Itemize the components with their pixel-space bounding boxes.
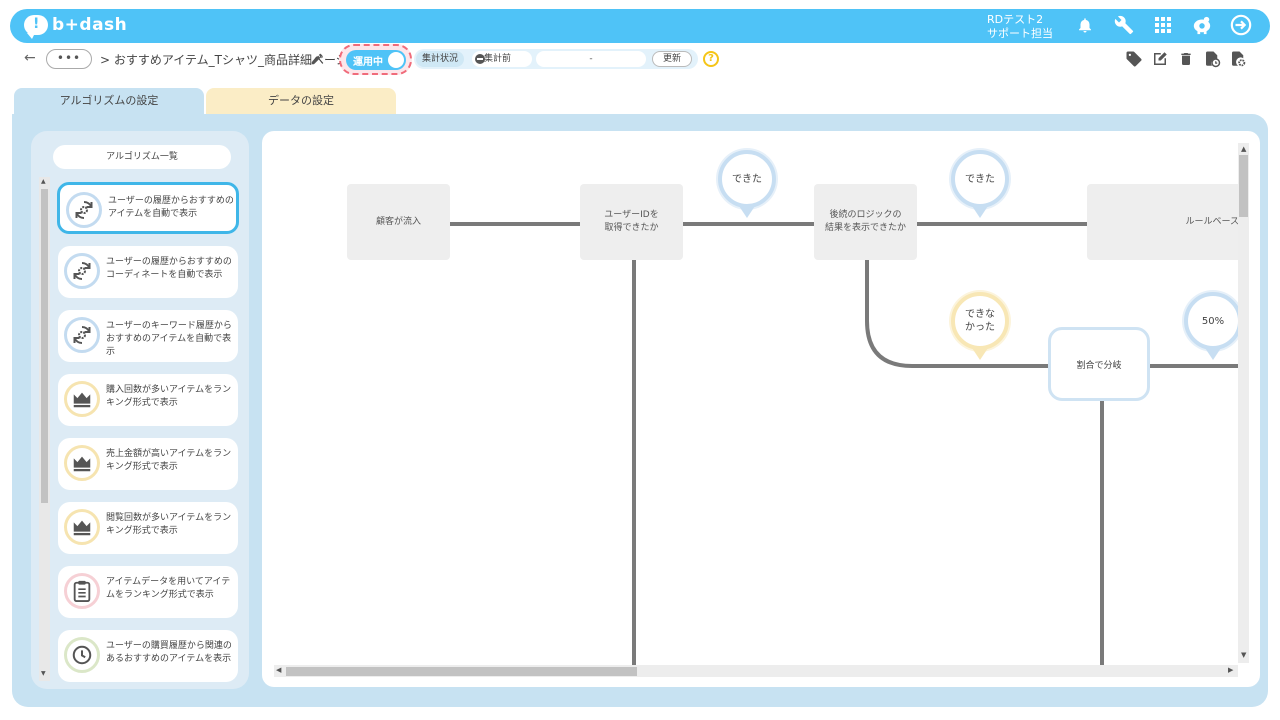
scroll-down-arrow-icon[interactable]: ▼ [41,670,46,677]
algorithm-item-purchase-ranking[interactable]: 購入回数が多いアイテムをランキング形式で表示 [58,374,238,426]
toggle-knob [388,52,404,68]
algorithm-item-keyword-history[interactable]: ユーザーのキーワード履歴からおすすめのアイテムを自動で表示 [58,310,238,362]
pencil-icon[interactable] [310,51,324,70]
flow-node-visitor[interactable]: 顧客が流入 [347,184,450,260]
piggy-icon[interactable] [1191,14,1213,36]
breadcrumb: > おすすめアイテム_Tシャツ_商品詳細ページ [100,53,348,67]
flow-node-user-id[interactable]: ユーザーIDを 取得できたか [580,184,683,260]
file-settings-icon[interactable] [1228,49,1248,69]
canvas-vertical-scrollbar[interactable] [1238,143,1249,663]
algorithm-item-view-ranking[interactable]: 閲覧回数が多いアイテムをランキング形式で表示 [58,502,238,554]
sidebar-scrollbar-thumb[interactable] [41,189,48,503]
logo-bubble-icon: ! [24,15,48,39]
connector-logic-to-split [865,259,1050,368]
flow-node-logic-result[interactable]: 後続のロジックの 結果を表示できたか [814,184,917,260]
crown-icon [64,509,100,545]
edit-icon[interactable] [1150,49,1170,69]
aggregation-label: 集計状況 [416,51,465,67]
scroll-up-arrow-icon[interactable]: ▲ [1241,145,1247,153]
update-button[interactable]: 更新 [652,51,692,67]
wrench-icon[interactable] [1113,14,1135,36]
more-breadcrumb-button[interactable]: ••• [46,49,92,69]
canvas-horizontal-scrollbar-thumb[interactable] [286,667,637,676]
file-clock-icon[interactable] [1202,49,1222,69]
scroll-up-arrow-icon[interactable]: ▲ [41,178,46,185]
branch-pin-yes[interactable]: できた [718,150,776,208]
header-icon-group [1074,14,1252,36]
algorithm-item-label: ユーザーの履歴からおすすめのアイテムを自動で表示 [108,196,234,219]
scroll-down-arrow-icon[interactable]: ▼ [1241,651,1247,659]
crown-icon [64,445,100,481]
algorithm-item-item-data-ranking[interactable]: アイテムデータを用いてアイテムをランキング形式で表示 [58,566,238,618]
page-action-icons [1124,49,1248,69]
logout-icon[interactable] [1230,14,1252,36]
clipboard-list-icon [64,573,100,609]
crown-icon [64,381,100,417]
branch-pin-no[interactable]: できな かった [951,292,1009,350]
status-highlight: 運用中 [339,44,412,75]
scroll-left-arrow-icon[interactable]: ◀ [276,666,282,674]
status-label: 運用中 [353,57,383,68]
user-info[interactable]: RDテスト2 サポート担当 [987,13,1053,41]
top-navigation-bar: ! b+dash RDテスト2 サポート担当 [10,9,1270,43]
aggregation-value: - [536,51,646,67]
algorithm-item-label: アイテムデータを用いてアイテムをランキング形式で表示 [106,577,231,600]
algorithm-list-panel: アルゴリズム一覧 ▲ ▼ ユーザーの履歴からおすすめのアイテムを自動で表示 ユー… [31,131,249,689]
algorithm-item-label: ユーザーのキーワード履歴からおすすめのアイテムを自動で表示 [106,321,232,357]
trash-icon[interactable] [1176,49,1196,69]
bell-icon[interactable] [1074,14,1096,36]
aggregation-status: 集計状況 集計前 - 更新 [414,49,698,69]
algorithm-item-related-items[interactable]: ユーザーの購買履歴から関連のあるおすすめのアイテムを表示 [58,630,238,682]
algorithm-item-label: 購入回数が多いアイテムをランキング形式で表示 [106,385,232,408]
tab-algorithm-settings[interactable]: アルゴリズムの設定 [14,88,204,114]
branch-pin-ratio[interactable]: 50% [1184,292,1242,350]
app-logo[interactable]: ! b+dash [24,15,128,39]
refresh-gear-icon [66,192,102,228]
back-arrow-icon[interactable]: ← [24,50,36,66]
user-role: サポート担当 [987,27,1053,40]
algorithm-item-label: 売上金額が高いアイテムをランキング形式で表示 [106,449,232,472]
tag-icon[interactable] [1124,49,1144,69]
flow-connectors [448,222,1238,671]
clock-icon [64,637,100,673]
logo-text: b+dash [52,15,128,35]
scroll-right-arrow-icon[interactable]: ▶ [1228,666,1234,674]
tab-data-settings[interactable]: データの設定 [206,88,396,114]
flow-node-split[interactable]: 割合で分岐 [1048,327,1150,401]
flow-canvas[interactable]: 顧客が流入 ユーザーIDを 取得できたか 後続のロジックの 結果を表示できたか … [262,131,1260,687]
algorithm-item-sales-ranking[interactable]: 売上金額が高いアイテムをランキング形式で表示 [58,438,238,490]
algorithm-item-label: 閲覧回数が多いアイテムをランキング形式で表示 [106,513,232,536]
algorithm-item-label: ユーザーの履歴からおすすめのコーディネートを自動で表示 [106,257,232,280]
algorithm-item-label: ユーザーの購買履歴から関連のあるおすすめのアイテムを表示 [106,641,232,664]
refresh-gear-icon [64,253,100,289]
page-toolbar: ← ••• > おすすめアイテム_Tシャツ_商品詳細ページ 運用中 集計状況 集… [10,44,1270,75]
help-icon[interactable]: ? [703,51,719,67]
flow-node-rule-based[interactable]: ルールベース [1087,184,1247,260]
minus-circle-icon [475,54,485,64]
algorithm-item-history-coordinate[interactable]: ユーザーの履歴からおすすめのコーディネートを自動で表示 [58,246,238,298]
algorithm-list-title: アルゴリズム一覧 [53,145,231,169]
aggregation-state: 集計前 [472,51,532,67]
branch-pin-yes[interactable]: できた [951,150,1009,208]
user-name: RDテスト2 [987,13,1044,26]
canvas-vertical-scrollbar-thumb[interactable] [1239,155,1248,217]
status-toggle[interactable]: 運用中 [346,50,406,70]
algorithm-item-history-items[interactable]: ユーザーの履歴からおすすめのアイテムを自動で表示 [57,182,239,234]
refresh-gear-icon [64,317,100,353]
aggregation-state-text: 集計前 [484,54,512,64]
grid-icon[interactable] [1152,14,1174,36]
